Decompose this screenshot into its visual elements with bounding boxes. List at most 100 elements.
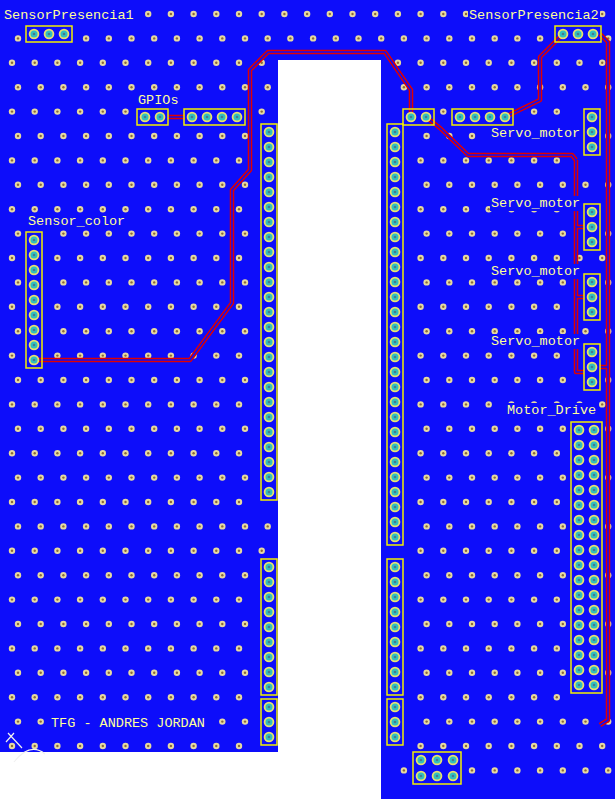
via-hole xyxy=(56,745,58,747)
via-ring xyxy=(599,60,605,66)
via-hole xyxy=(425,379,427,381)
via-pad xyxy=(599,401,605,407)
via-pad xyxy=(554,352,560,358)
via-pad xyxy=(514,35,520,41)
via-hole xyxy=(539,769,541,771)
pin-ring xyxy=(264,637,275,648)
via-ring xyxy=(60,474,66,480)
via-pad xyxy=(440,255,446,261)
via-ring xyxy=(417,499,423,505)
via-pad xyxy=(128,621,134,627)
via-ring xyxy=(463,304,469,310)
via-hole xyxy=(56,306,58,308)
pin-copper xyxy=(266,564,273,571)
via-ring xyxy=(60,621,66,627)
via-hole xyxy=(425,135,427,137)
via-pad xyxy=(196,572,202,578)
via-hole xyxy=(244,184,246,186)
via-hole xyxy=(533,110,535,112)
pin-ring xyxy=(264,232,275,243)
via-hole xyxy=(40,184,42,186)
via-pad xyxy=(281,11,287,17)
via-pad xyxy=(145,596,151,602)
via-pad xyxy=(196,230,202,236)
via-ring xyxy=(440,548,446,554)
trace-core xyxy=(576,226,584,228)
pin-hole xyxy=(268,236,271,239)
via-ring xyxy=(423,523,429,529)
via-ring xyxy=(77,206,83,212)
via-ring xyxy=(145,206,151,212)
via-pad xyxy=(38,84,44,90)
via-ring xyxy=(9,596,15,602)
via-pad xyxy=(355,35,361,41)
pin-ring xyxy=(264,577,275,588)
via-pad xyxy=(122,108,128,114)
via-pad xyxy=(486,743,492,749)
via-ring xyxy=(145,694,151,700)
via-ring xyxy=(151,133,157,139)
via-ring xyxy=(213,596,219,602)
via-ring xyxy=(196,621,202,627)
via-hole xyxy=(442,501,444,503)
via-hole xyxy=(494,281,496,283)
via-hole xyxy=(448,232,450,234)
via-ring xyxy=(196,377,202,383)
via-hole xyxy=(124,62,126,64)
via-pad xyxy=(417,206,423,212)
via-pad xyxy=(83,84,89,90)
via-hole xyxy=(419,452,421,454)
pin-ring xyxy=(29,29,40,40)
via-hole xyxy=(584,184,586,186)
via-hole xyxy=(102,208,104,210)
via-hole xyxy=(147,257,149,259)
pin-ring xyxy=(264,277,275,288)
via-hole xyxy=(533,501,535,503)
via-pad xyxy=(486,499,492,505)
via-pad xyxy=(128,523,134,529)
via-pad xyxy=(174,230,180,236)
via-pad xyxy=(423,84,429,90)
pin-header xyxy=(261,559,277,695)
via-hole xyxy=(494,623,496,625)
via-pad xyxy=(32,450,38,456)
via-hole xyxy=(108,476,110,478)
via-hole xyxy=(471,37,473,39)
via-pad xyxy=(151,377,157,383)
via-ring xyxy=(531,157,537,163)
via-hole xyxy=(192,62,194,64)
via-pad xyxy=(145,401,151,407)
via-ring xyxy=(151,279,157,285)
via-pad xyxy=(83,474,89,480)
via-ring xyxy=(100,548,106,554)
pin-ring xyxy=(264,592,275,603)
via-ring xyxy=(554,108,560,114)
via-ring xyxy=(417,60,423,66)
pin-ring xyxy=(264,442,275,453)
via-pad xyxy=(463,401,469,407)
via-ring xyxy=(77,499,83,505)
via-hole xyxy=(147,159,149,161)
pin-hole xyxy=(268,461,271,464)
via-ring xyxy=(15,279,21,285)
via-hole xyxy=(176,623,178,625)
via-hole xyxy=(494,720,496,722)
via-hole xyxy=(11,550,13,552)
pin-copper xyxy=(266,384,273,391)
pin-ring xyxy=(217,112,228,123)
pin-pad xyxy=(59,29,70,40)
via-pad xyxy=(486,304,492,310)
via-ring xyxy=(168,206,174,212)
via-ring xyxy=(122,694,128,700)
via-hole xyxy=(108,135,110,137)
via-pad xyxy=(38,182,44,188)
via-ring xyxy=(560,767,566,773)
via-ring xyxy=(554,255,560,261)
via-hole xyxy=(17,720,19,722)
via-ring xyxy=(60,182,66,188)
via-pad xyxy=(145,743,151,749)
via-ring xyxy=(469,621,475,627)
via-ring xyxy=(560,230,566,236)
via-pad xyxy=(514,621,520,627)
via-hole xyxy=(442,598,444,600)
